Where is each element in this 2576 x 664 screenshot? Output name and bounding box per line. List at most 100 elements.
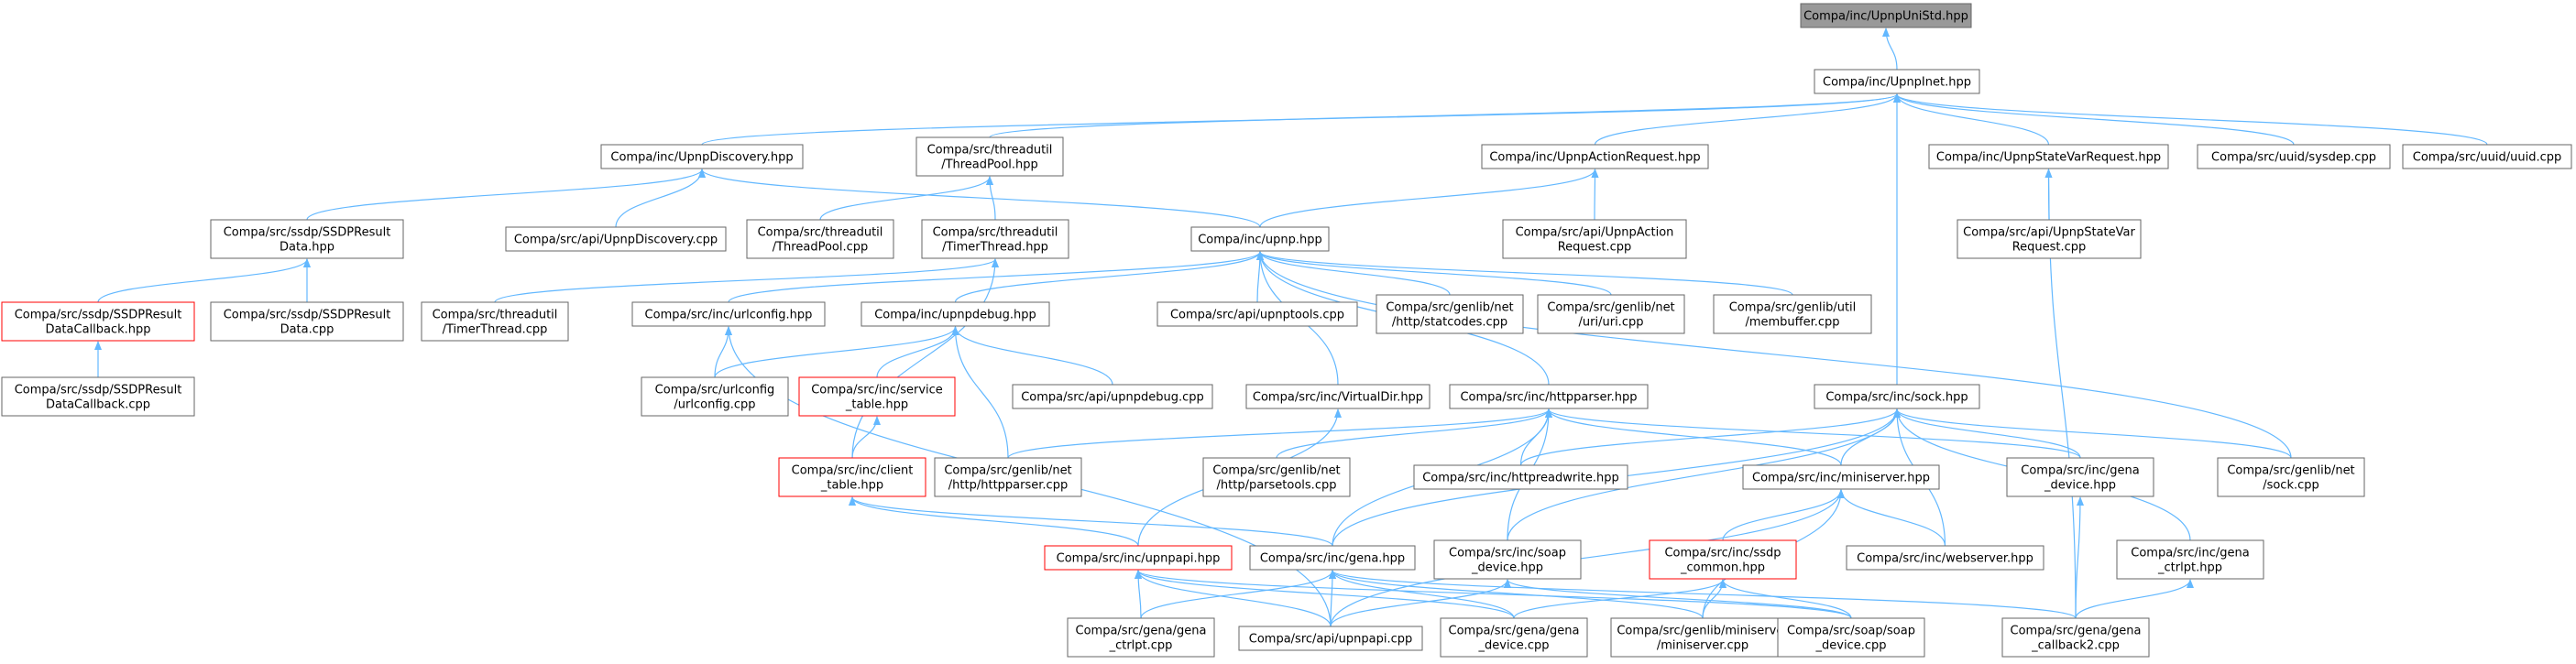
node-box — [798, 376, 956, 417]
graph-node-sockhpp[interactable]: Compa/src/inc/sock.hpp — [1814, 384, 1980, 409]
graph-node-miniserverhpp[interactable]: Compa/src/inc/miniserver.hpp — [1742, 464, 1940, 490]
graph-node-upnptools[interactable]: Compa/src/api/upnptools.cpp — [1156, 301, 1358, 327]
graph-node-genactrlptcpp[interactable]: Compa/src/gena/gena_ctrlpt.cpp — [1067, 617, 1215, 658]
dependency-edge-genahpp-upnpapicpp — [1328, 570, 1336, 627]
graph-node-ssdpcbhpp[interactable]: Compa/src/ssdp/SSDPResultDataCallback.hp… — [1, 301, 195, 342]
node-box — [1928, 144, 2169, 169]
node-label: Compa/src/inc/gena.hpp — [1260, 552, 1405, 566]
graph-node-upnpinet[interactable]: Compa/inc/UpnpInet.hpp — [1814, 69, 1980, 94]
graph-node-membuffer[interactable]: Compa/src/genlib/util/membuffer.cpp — [1713, 294, 1872, 334]
node-box — [2116, 539, 2264, 580]
nodes-layer: Compa/inc/UpnpUniStd.hppCompa/inc/UpnpIn… — [1, 3, 2572, 658]
node-label: /TimerThread.hpp — [942, 241, 1048, 255]
graph-node-uricpp[interactable]: Compa/src/genlib/net/uri/uri.cpp — [1537, 294, 1685, 334]
graph-node-httpparserhpp[interactable]: Compa/src/inc/httpparser.hpp — [1449, 384, 1649, 409]
node-label: /http/httpparser.cpp — [948, 479, 1068, 493]
node-box — [1449, 384, 1649, 409]
node-label: Compa/inc/UpnpStateVarRequest.hpp — [1936, 151, 2161, 165]
dependency-edge-threadpoolhpp-threadpoolcpp — [819, 176, 993, 221]
graph-node-sysdep[interactable]: Compa/src/uuid/sysdep.cpp — [2197, 144, 2391, 169]
dependency-edge-soapdevicehpp-soapdevicecpp — [1504, 579, 1852, 619]
graph-node-threadpoolcpp[interactable]: Compa/src/threadutil/ThreadPool.cpp — [746, 219, 894, 259]
graph-node-upnpapihpp[interactable]: Compa/src/inc/upnpapi.hpp — [1044, 545, 1233, 571]
graph-node-genadevicehpp[interactable]: Compa/src/inc/gena_device.hpp — [2006, 457, 2154, 497]
node-label: Compa/src/inc/service — [811, 384, 943, 397]
graph-node-servicetable[interactable]: Compa/src/inc/service_table.hpp — [798, 376, 956, 417]
node-label: Compa/src/ssdp/SSDPResult — [224, 309, 391, 322]
graph-node-apiaction[interactable]: Compa/src/api/UpnpActionRequest.cpp — [1502, 219, 1687, 259]
dependency-edge-ssdpresulthpp-ssdpcbhpp — [97, 258, 311, 303]
graph-node-threadpoolhpp[interactable]: Compa/src/threadutil/ThreadPool.hpp — [915, 136, 1064, 177]
graph-node-urlconfigcpp[interactable]: Compa/src/urlconfig/urlconfig.cpp — [641, 376, 789, 417]
graph-node-statcodes[interactable]: Compa/src/genlib/net/http/statcodes.cpp — [1376, 294, 1524, 334]
node-label: Compa/src/threadutil — [927, 144, 1053, 158]
node-label: Compa/src/soap/soap — [1787, 625, 1915, 638]
graph-node-parsetools[interactable]: Compa/src/genlib/net/http/parsetools.cpp — [1202, 457, 1351, 497]
graph-node-upnpdebughpp[interactable]: Compa/inc/upnpdebug.hpp — [860, 301, 1050, 327]
graph-node-unistd[interactable]: Compa/inc/UpnpUniStd.hpp — [1800, 3, 1972, 28]
node-label: _device.hpp — [1471, 561, 1543, 575]
graph-node-discovery[interactable]: Compa/inc/UpnpDiscovery.hpp — [600, 144, 804, 169]
dependency-edge-upnpdebughpp-upnpdebugcpp — [951, 326, 1113, 386]
dependency-edge-upnpdebughpp-servicetable — [876, 326, 959, 378]
node-box — [505, 226, 727, 252]
dependency-edge-upnpinet-actionreq — [1594, 93, 1901, 146]
graph-node-actionreq[interactable]: Compa/inc/UpnpActionRequest.hpp — [1481, 144, 1709, 169]
graph-node-httpparsercpp[interactable]: Compa/src/genlib/net/http/httpparser.cpp — [934, 457, 1082, 497]
dependency-edge-sockhpp-httpreadwrite — [1519, 408, 1901, 466]
graph-node-ssdpcommon[interactable]: Compa/src/inc/ssdp_common.hpp — [1649, 539, 1797, 580]
graph-node-miniservercpp[interactable]: Compa/src/genlib/miniserver/miniserver.c… — [1610, 617, 1795, 658]
node-box — [2006, 457, 2154, 497]
graph-node-urlconfighpp[interactable]: Compa/src/inc/urlconfig.hpp — [631, 301, 826, 327]
node-label: Compa/src/threadutil — [933, 226, 1058, 240]
node-box — [1502, 219, 1687, 259]
node-box — [1044, 545, 1233, 571]
node-label: _device.hpp — [2044, 479, 2116, 493]
graph-node-httpreadwrite[interactable]: Compa/src/inc/httpreadwrite.hpp — [1413, 464, 1628, 490]
graph-node-upnphpp[interactable]: Compa/inc/upnp.hpp — [1190, 226, 1330, 252]
node-label: _callback2.cpp — [2031, 639, 2120, 653]
node-box — [915, 136, 1064, 177]
graph-node-ssdpcbcpp[interactable]: Compa/src/ssdp/SSDPResultDataCallback.cp… — [1, 376, 195, 417]
graph-node-webserverhpp[interactable]: Compa/src/inc/webserver.hpp — [1846, 545, 2044, 571]
node-box — [2001, 617, 2150, 658]
node-box — [1433, 539, 1582, 580]
graph-node-virtualdir[interactable]: Compa/src/inc/VirtualDir.hpp — [1245, 384, 1431, 409]
graph-node-soapdevicecpp[interactable]: Compa/src/soap/soap_device.cpp — [1777, 617, 1925, 658]
node-label: Compa/src/inc/soap — [1449, 547, 1566, 561]
dependency-edge-sockhpp-soapdevicehpp — [1507, 408, 1901, 541]
graph-node-clienttable[interactable]: Compa/src/inc/client_table.hpp — [778, 457, 926, 497]
dependency-edge-genactrlpthpp-genacallback2 — [2075, 579, 2194, 619]
node-box — [1413, 464, 1628, 490]
graph-node-soapdevicehpp[interactable]: Compa/src/inc/soap_device.hpp — [1433, 539, 1582, 580]
dependency-edge-upnpapihpp-soapdevicecpp — [1135, 570, 1852, 619]
node-box — [2197, 144, 2391, 169]
graph-node-upnpdebugcpp[interactable]: Compa/src/api/upnpdebug.cpp — [1012, 384, 1213, 409]
graph-node-timerthreadcpp[interactable]: Compa/src/threadutil/TimerThread.cpp — [421, 301, 569, 342]
graph-node-statevarreq[interactable]: Compa/inc/UpnpStateVarRequest.hpp — [1928, 144, 2169, 169]
node-label: Compa/src/threadutil — [758, 226, 883, 240]
dependency-edge-upnpapihpp-upnpapicpp — [1135, 570, 1332, 627]
node-box — [1440, 617, 1588, 658]
graph-node-genacallback2[interactable]: Compa/src/gena/gena_callback2.cpp — [2001, 617, 2150, 658]
graph-node-uuidcpp[interactable]: Compa/src/uuid/uuid.cpp — [2402, 144, 2572, 169]
graph-node-apistatevar[interactable]: Compa/src/api/UpnpStateVarRequest.cpp — [1957, 219, 2142, 259]
node-label: /ThreadPool.cpp — [773, 241, 869, 255]
graph-node-genahpp[interactable]: Compa/src/inc/gena.hpp — [1249, 545, 1416, 571]
node-label: Compa/inc/upnpdebug.hpp — [874, 309, 1036, 322]
node-label: _ctrlpt.hpp — [2157, 561, 2222, 575]
graph-node-sockcpp[interactable]: Compa/src/genlib/net/sock.cpp — [2217, 457, 2365, 497]
node-label: _table.hpp — [820, 479, 883, 493]
graph-node-upnpapicpp[interactable]: Compa/src/api/upnpapi.cpp — [1238, 626, 1423, 651]
node-box — [746, 219, 894, 259]
node-box — [1238, 626, 1423, 651]
graph-node-genadevicecpp[interactable]: Compa/src/gena/gena_device.cpp — [1440, 617, 1588, 658]
graph-node-genactrlpthpp[interactable]: Compa/src/inc/gena_ctrlpt.hpp — [2116, 539, 2264, 580]
graph-node-timerthreadhpp[interactable]: Compa/src/threadutil/TimerThread.hpp — [921, 219, 1069, 259]
dependency-edge-httpparserhpp-parsetools — [1276, 408, 1552, 459]
node-label: Compa/src/ssdp/SSDPResult — [15, 309, 182, 322]
graph-node-apidiscovery[interactable]: Compa/src/api/UpnpDiscovery.cpp — [505, 226, 727, 252]
